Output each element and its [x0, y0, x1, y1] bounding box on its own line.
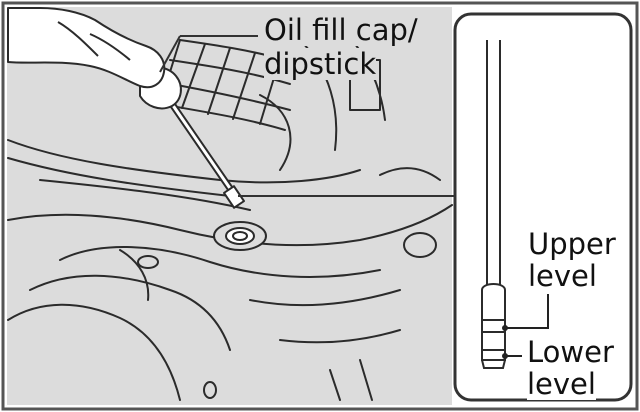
upper-leader-line — [505, 294, 549, 329]
upper-level-label-line2: level — [528, 259, 597, 293]
upper-level-label-line1: Upper — [528, 227, 616, 261]
oil-fill-cap-label-line1: Oil fill cap/ — [264, 13, 418, 47]
lower-level-label-line2: level — [527, 367, 596, 401]
engine-line-art — [7, 19, 453, 401]
oil-fill-cap-label-line2: dipstick — [264, 47, 377, 81]
lower-level-label-line1: Lower — [527, 335, 614, 369]
hand-illustration — [7, 7, 166, 89]
cap-leader-line — [159, 35, 181, 73]
